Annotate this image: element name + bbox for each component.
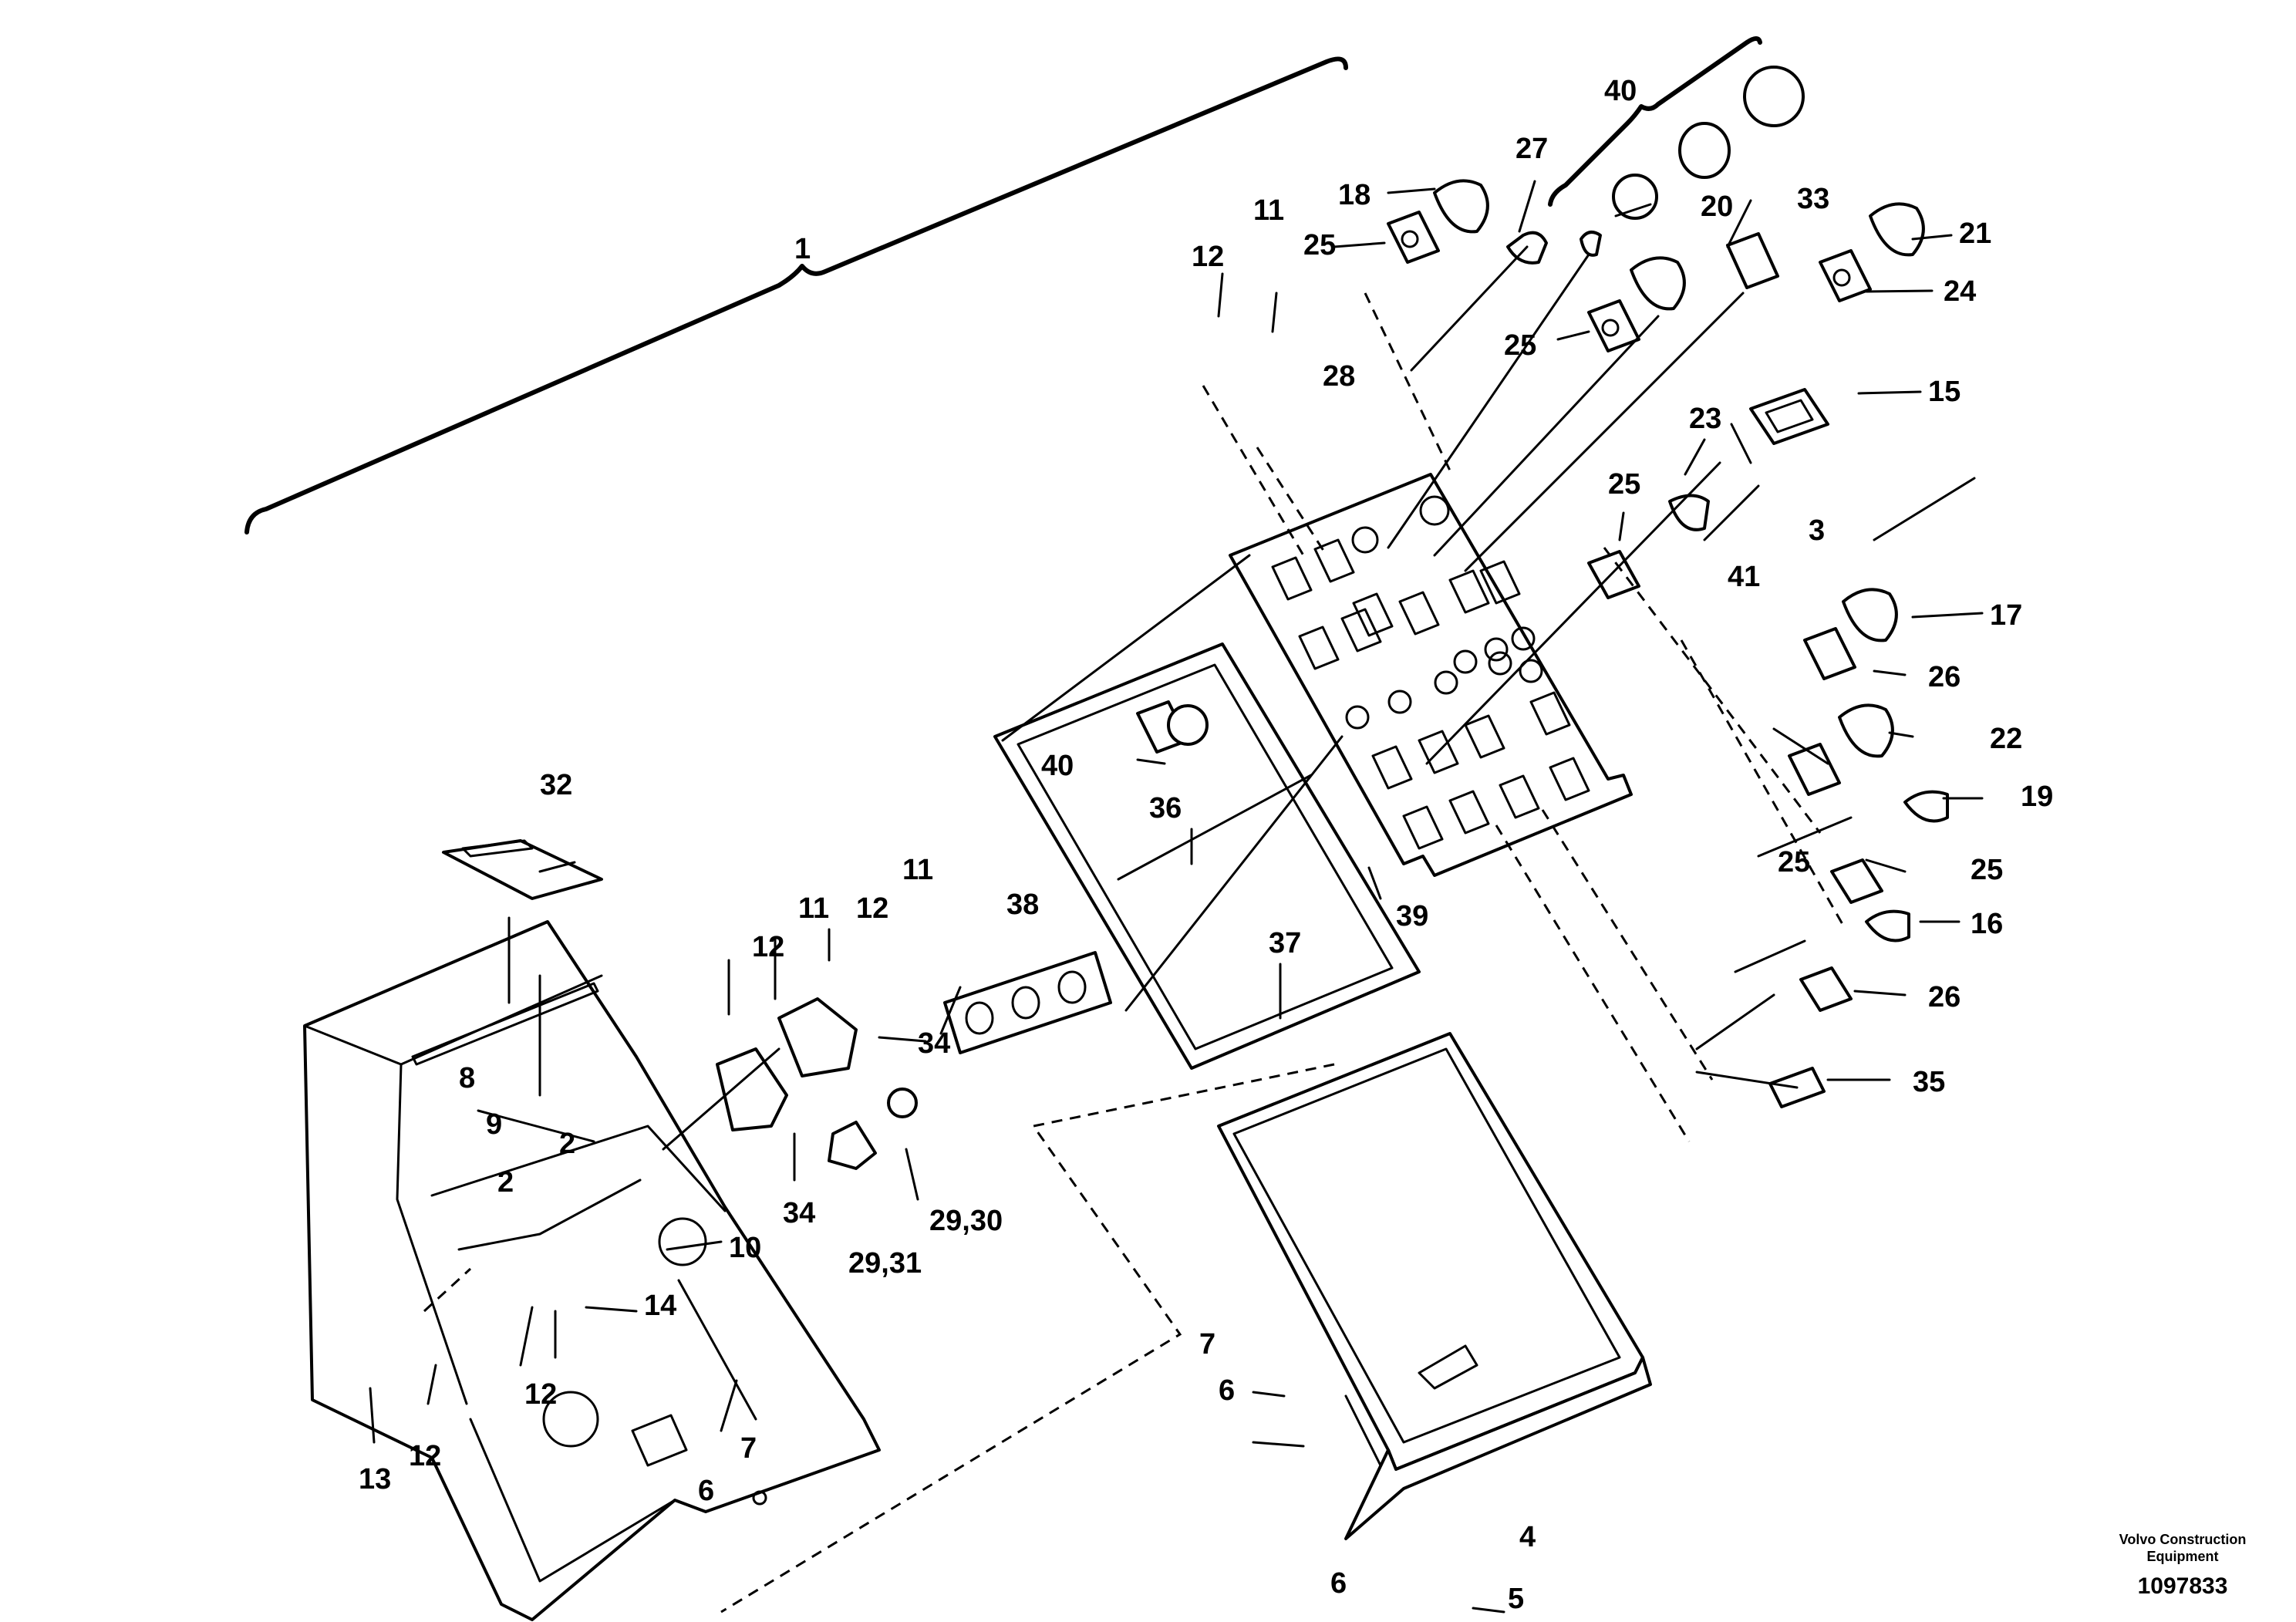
brace-assembly-1 — [244, 56, 1348, 534]
connectors-34 — [716, 997, 918, 1170]
company-name: Volvo Construction Equipment — [2119, 1532, 2247, 1564]
callout-25-d: 25 — [1778, 846, 1810, 878]
callout-2-b: 2 — [497, 1166, 514, 1199]
callout-2-a: 2 — [559, 1128, 575, 1160]
switch-33 — [1726, 232, 1779, 289]
dashed-assembly-lines — [423, 292, 1845, 1614]
callout-39: 39 — [1396, 900, 1428, 932]
drawing-number: 1097833 — [2137, 1573, 2228, 1599]
callout-25-b: 25 — [1504, 329, 1536, 362]
callout-10: 10 — [729, 1232, 761, 1264]
callout-12-mid-a: 12 — [752, 931, 784, 963]
lower-box — [1217, 1032, 1652, 1540]
callout-3: 3 — [1809, 514, 1825, 547]
callout-33: 33 — [1797, 183, 1829, 215]
callout-labels: 1 40 27 18 11 12 25 20 33 21 24 25 28 15… — [359, 75, 2053, 1615]
callout-8: 8 — [459, 1062, 475, 1094]
callout-24: 24 — [1944, 275, 1976, 308]
callout-6-box-b: 6 — [1330, 1567, 1347, 1600]
relay-40 — [1136, 700, 1209, 754]
callout-11-top: 11 — [1253, 194, 1284, 227]
callout-28: 28 — [1323, 360, 1355, 393]
callout-34-b: 34 — [783, 1197, 815, 1229]
callout-26-b: 26 — [1928, 981, 1961, 1013]
callout-25-a: 25 — [1303, 229, 1336, 261]
callout-19: 19 — [2021, 781, 2053, 813]
callout-18: 18 — [1338, 179, 1371, 211]
callout-13: 13 — [359, 1463, 391, 1496]
hinge-plate — [442, 839, 603, 900]
callout-36: 36 — [1149, 792, 1182, 824]
callout-26-a: 26 — [1928, 661, 1961, 693]
callout-9: 9 — [486, 1108, 502, 1141]
callout-17: 17 — [1990, 599, 2022, 632]
callout-14: 14 — [644, 1290, 676, 1322]
callout-25-c: 25 — [1608, 468, 1640, 501]
rocker-switch-21 — [1819, 202, 1925, 302]
callout-32: 32 — [540, 769, 572, 801]
solid-assembly-lines — [477, 245, 1976, 1421]
callout-29-30: 29,30 — [929, 1205, 1003, 1237]
gasket-frame — [993, 642, 1421, 1070]
callout-21: 21 — [1959, 218, 1991, 250]
callout-12-left: 12 — [524, 1378, 557, 1411]
publisher-credit: Volvo Construction Equipment — [2098, 1531, 2267, 1565]
callout-40-top: 40 — [1604, 75, 1637, 107]
callout-35: 35 — [1913, 1066, 1945, 1098]
callout-6-left: 6 — [698, 1475, 714, 1507]
brace-assembly-40 — [1548, 36, 1762, 207]
callout-1: 1 — [794, 233, 811, 265]
lamp-cover-40 — [1580, 66, 1805, 257]
callout-11-mid-b: 11 — [902, 854, 933, 886]
callout-12-top: 12 — [1192, 241, 1224, 273]
callout-7-left: 7 — [740, 1432, 757, 1465]
callout-5: 5 — [1508, 1583, 1524, 1615]
switch-panel-plate — [1229, 473, 1633, 877]
callout-40-mid: 40 — [1041, 750, 1074, 782]
callout-38: 38 — [1006, 889, 1039, 921]
switch-24-right-stack — [1587, 494, 1949, 1108]
callout-7-box: 7 — [1199, 1328, 1215, 1361]
callout-11-mid-a: 11 — [798, 892, 829, 925]
callout-41: 41 — [1728, 561, 1760, 593]
callout-12-mid-b: 12 — [856, 892, 888, 925]
callout-12-bottom: 12 — [409, 1440, 441, 1472]
callout-25-e: 25 — [1971, 854, 2003, 886]
callout-37: 37 — [1269, 927, 1301, 959]
callout-4: 4 — [1519, 1521, 1536, 1553]
callout-27: 27 — [1515, 133, 1548, 165]
callout-leaders — [369, 180, 1984, 1614]
callout-16: 16 — [1971, 908, 2003, 940]
rocker-switch-18 — [1387, 179, 1489, 264]
bracket-3 — [1749, 388, 1829, 445]
bracket-strip — [943, 951, 1112, 1054]
callout-29-31: 29,31 — [848, 1247, 922, 1280]
main-housing — [303, 920, 881, 1621]
callout-6-box-a: 6 — [1219, 1374, 1235, 1407]
callout-20: 20 — [1701, 191, 1733, 223]
callout-15: 15 — [1928, 376, 1961, 408]
callout-34-a: 34 — [918, 1027, 950, 1060]
callout-23: 23 — [1689, 403, 1721, 435]
rocker-switch-20 — [1587, 256, 1686, 352]
callout-22: 22 — [1990, 723, 2022, 755]
